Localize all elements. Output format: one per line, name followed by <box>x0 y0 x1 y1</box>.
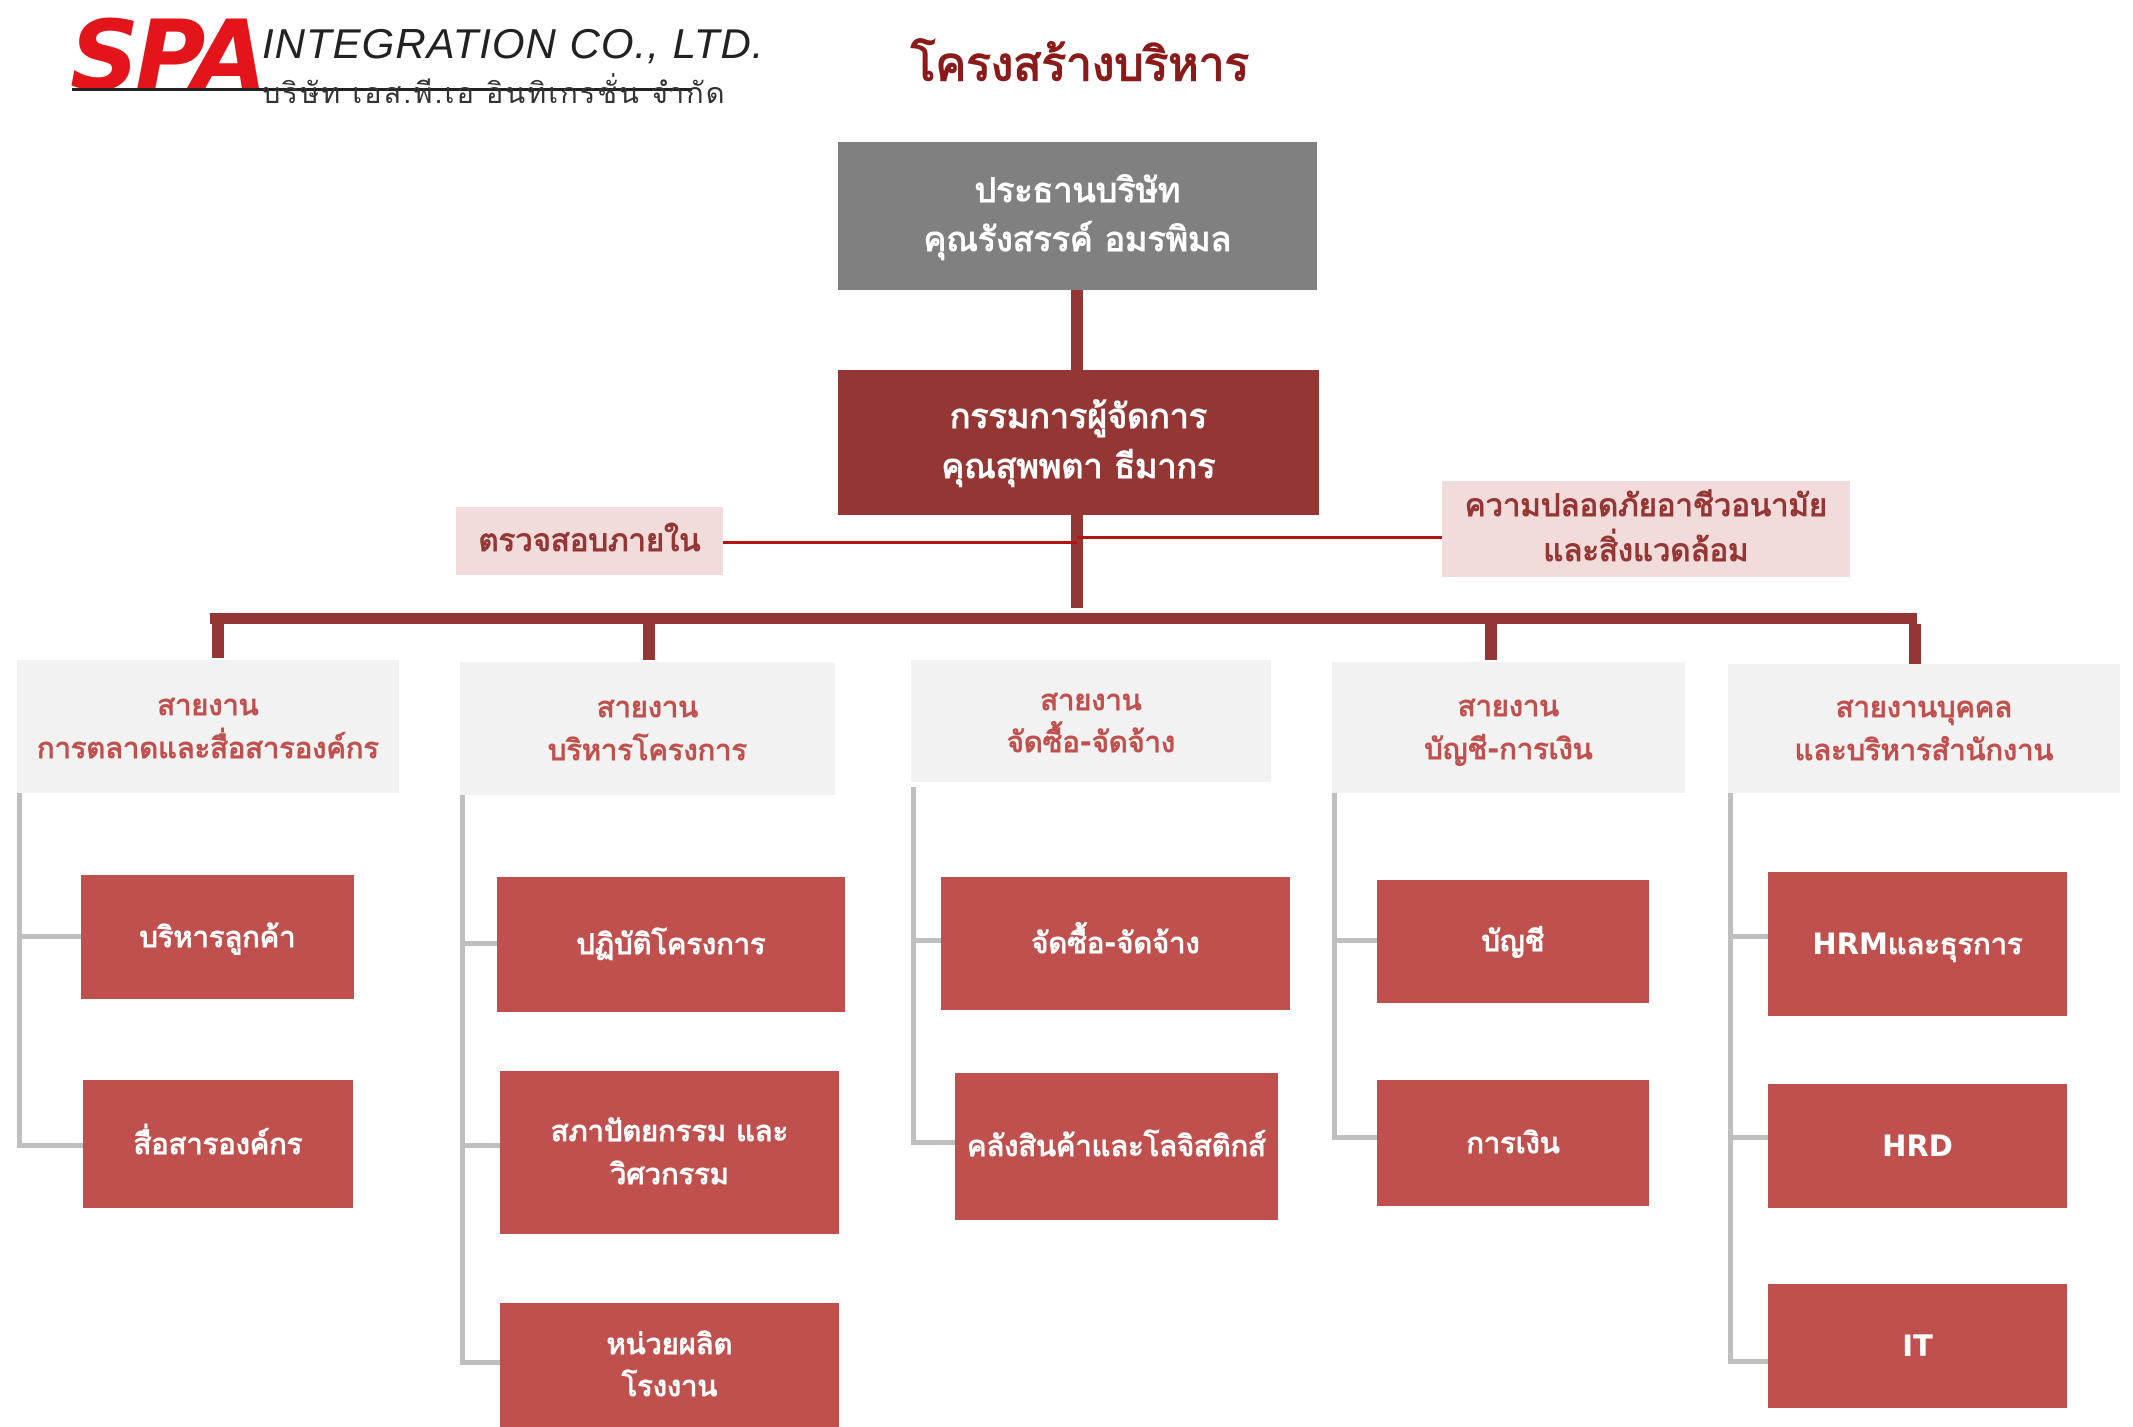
unit-label: จัดซื้อ-จัดจ้าง <box>1031 926 1200 961</box>
connector-chairman-md <box>1071 290 1083 370</box>
dept-marketing-line2: การตลาดและสื่อสารองค์กร <box>37 730 379 765</box>
tree-branch-2-2 <box>460 1143 500 1148</box>
unit-label: การเงิน <box>1466 1125 1560 1160</box>
md-name: คุณสุพพตา ธีมากร <box>941 446 1216 487</box>
chairman-name: คุณรังสรรค์ อมรพิมล <box>923 220 1232 260</box>
tree-line-dept-3 <box>911 787 916 1145</box>
dept-accounting-line1: สายงาน <box>1457 689 1560 724</box>
logo-underline <box>72 88 692 91</box>
unit-label: HRMและธุรการ <box>1812 926 2023 961</box>
tree-branch-1-1 <box>17 934 83 939</box>
tree-line-dept-2 <box>460 793 465 1365</box>
tree-line-dept-5 <box>1728 790 1733 1364</box>
unit-label-line2: วิศวกรรม <box>610 1156 729 1191</box>
unit-label: HRD <box>1882 1128 1953 1163</box>
dept-hr-line2: และบริหารสำนักงาน <box>1794 732 2054 767</box>
chairman-title: ประธานบริษัท <box>974 170 1181 211</box>
tree-branch-5-3 <box>1728 1359 1768 1364</box>
logo-company-en: INTEGRATION CO., LTD. <box>262 20 765 67</box>
internal-audit-box: ตรวจสอบภายใน <box>456 507 723 575</box>
unit-label: คลังสินค้าและโลจิสติกส์ <box>967 1129 1266 1164</box>
dept-hr-line1: สายงานบุคคล <box>1835 690 2013 725</box>
tree-branch-1-2 <box>17 1143 83 1148</box>
connector-safety <box>1077 536 1442 539</box>
connector-bus <box>210 613 1917 624</box>
unit-label-line2: โรงงาน <box>621 1369 718 1403</box>
dept-project-line1: สายงาน <box>596 690 699 725</box>
dept-marketing: สายงาน การตลาดและสื่อสารองค์กร <box>17 660 399 793</box>
unit-warehouse-logistics: คลังสินค้าและโลจิสติกส์ <box>955 1073 1278 1220</box>
unit-hrd: HRD <box>1768 1084 2067 1208</box>
chairman-box: ประธานบริษัท คุณรังสรรค์ อมรพิมล <box>838 142 1317 290</box>
connector-audit <box>723 541 1077 544</box>
unit-finance: การเงิน <box>1377 1080 1649 1206</box>
tree-line-dept-1 <box>17 790 22 1148</box>
unit-corporate-communication: สื่อสารองค์กร <box>83 1080 353 1208</box>
unit-it: IT <box>1768 1284 2067 1408</box>
dept-marketing-line1: สายงาน <box>157 688 259 723</box>
unit-hrm-admin: HRMและธุรการ <box>1768 872 2067 1016</box>
dept-project-line2: บริหารโครงการ <box>547 732 748 767</box>
logo-company-th: บริษัท เอส.พี.เอ อินทิเกรชั่น จำกัด <box>262 78 727 110</box>
unit-procurement: จัดซื้อ-จัดจ้าง <box>941 877 1290 1010</box>
connector-drop-dept-1 <box>212 624 224 658</box>
dept-accounting-line2: บัญชี-การเงิน <box>1424 731 1593 766</box>
unit-label-line1: สภาปัตยกรรม และ <box>550 1114 789 1149</box>
tree-branch-3-2 <box>911 1140 955 1145</box>
page-title: โครงสร้างบริหาร <box>910 37 1250 91</box>
dept-procurement-line1: สายงาน <box>1040 682 1142 717</box>
unit-accounting: บัญชี <box>1377 880 1649 1003</box>
unit-label-line1: หน่วยผลิต <box>606 1326 733 1361</box>
dept-accounting: สายงาน บัญชี-การเงิน <box>1332 662 1685 793</box>
unit-label: สื่อสารองค์กร <box>133 1126 303 1161</box>
tree-branch-4-1 <box>1332 938 1377 943</box>
unit-customer-management: บริหารลูกค้า <box>81 875 354 999</box>
unit-project-operations: ปฏิบัติโครงการ <box>497 877 845 1012</box>
md-box: กรรมการผู้จัดการ คุณสุพพตา ธีมากร <box>838 370 1319 515</box>
tree-branch-4-2 <box>1332 1135 1377 1140</box>
safety-line2: และสิ่งแวดล้อม <box>1543 533 1749 569</box>
connector-drop-dept-2 <box>643 624 655 660</box>
dept-hr: สายงานบุคคล และบริหารสำนักงาน <box>1728 664 2120 793</box>
tree-branch-2-1 <box>460 941 498 946</box>
tree-line-dept-4 <box>1332 790 1337 1140</box>
internal-audit-label: ตรวจสอบภายใน <box>478 522 701 559</box>
safety-box: ความปลอดภัยอาชีวอนามัย และสิ่งแวดล้อม <box>1442 481 1850 577</box>
company-logo: SPA INTEGRATION CO., LTD. บริษัท เอส.พี.… <box>0 0 763 110</box>
md-title: กรรมการผู้จัดการ <box>949 397 1208 438</box>
dept-project: สายงาน บริหารโครงการ <box>460 662 835 795</box>
unit-architecture-engineering: สภาปัตยกรรม และ วิศวกรรม <box>500 1071 839 1234</box>
dept-procurement: สายงาน จัดซื้อ-จัดจ้าง <box>911 660 1271 782</box>
unit-label: บริหารลูกค้า <box>139 919 296 954</box>
unit-label: ปฏิบัติโครงการ <box>576 927 766 962</box>
tree-branch-2-3 <box>460 1360 500 1365</box>
unit-label: IT <box>1902 1328 1933 1363</box>
tree-branch-3-1 <box>911 938 941 943</box>
connector-md-bus <box>1071 515 1083 608</box>
tree-branch-5-2 <box>1728 1135 1768 1140</box>
dept-procurement-line2: จัดซื้อ-จัดจ้าง <box>1006 725 1176 759</box>
connector-drop-dept-4 <box>1485 624 1497 660</box>
safety-line1: ความปลอดภัยอาชีวอนามัย <box>1464 488 1828 525</box>
unit-label: บัญชี <box>1481 924 1545 959</box>
tree-branch-5-1 <box>1728 934 1768 939</box>
connector-drop-dept-5 <box>1909 624 1921 664</box>
unit-production-factory: หน่วยผลิต โรงงาน <box>500 1303 839 1427</box>
